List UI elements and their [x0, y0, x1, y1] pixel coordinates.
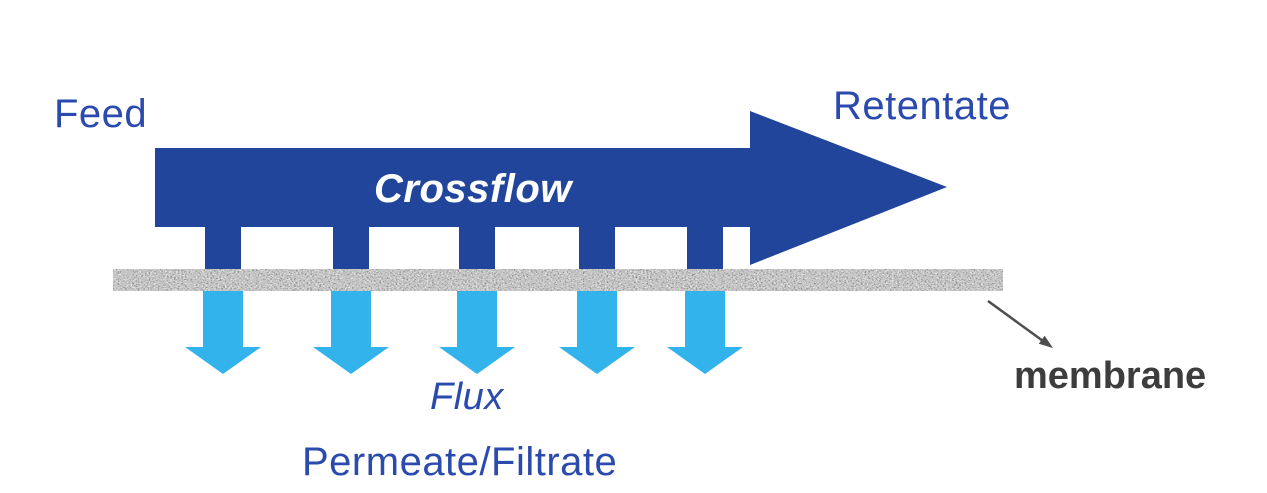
flux-arrow — [185, 288, 261, 374]
flux-arrow — [313, 288, 389, 374]
retentate-label: Retentate — [833, 84, 1011, 128]
crossflow-arrow-stub — [579, 222, 615, 272]
flux-label: Flux — [430, 376, 504, 418]
membrane-bar — [113, 269, 1003, 291]
flux-arrow — [667, 288, 743, 374]
membrane-pointer-line — [987, 299, 1044, 343]
crossflow-arrow-stub — [205, 222, 241, 272]
membrane-pointer-arrowhead — [1038, 335, 1053, 348]
flux-arrow — [559, 288, 635, 374]
crossflow-arrow-stub — [459, 222, 495, 272]
crossflow-label: Crossflow — [374, 167, 572, 211]
permeate-filtrate-label: Permeate/Filtrate — [302, 440, 618, 484]
crossflow-arrow-stub — [687, 222, 723, 272]
feed-label: Feed — [54, 92, 148, 136]
membrane-label: membrane — [1014, 355, 1207, 397]
crossflow-arrow-stub — [333, 222, 369, 272]
flux-arrow — [439, 288, 515, 374]
